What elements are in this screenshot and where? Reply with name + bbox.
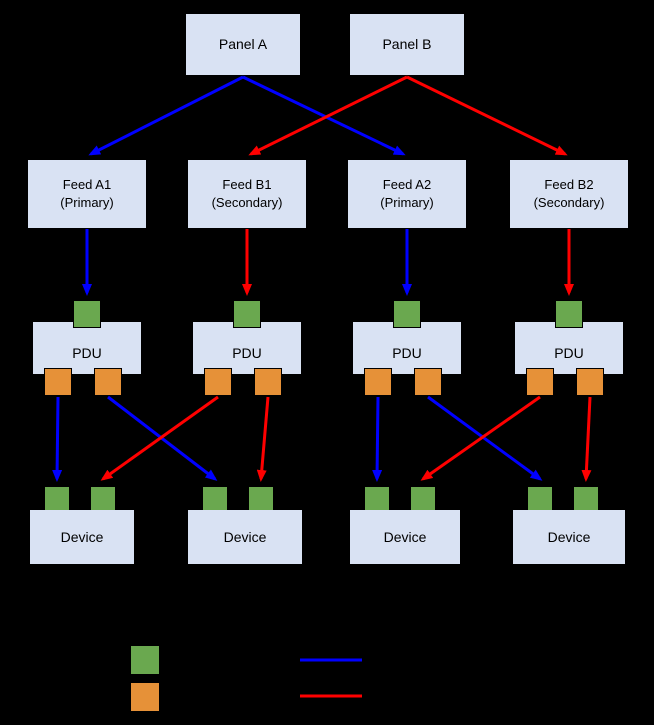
feed-a2-name: Feed A2 bbox=[382, 177, 432, 193]
device-1-box: Device bbox=[30, 510, 134, 564]
feed-a1-role: (Primary) bbox=[60, 195, 114, 210]
device-2-input-left-square bbox=[202, 486, 228, 512]
panel-a-label: Panel A bbox=[218, 36, 268, 53]
feed-a1-name: Feed A1 bbox=[62, 177, 112, 193]
pdu-2-input-square bbox=[233, 300, 261, 328]
arrow-pdu-3-to-device-3 bbox=[372, 396, 383, 482]
pdu-1-output-left-square bbox=[44, 368, 72, 396]
feed-a2-box: Feed A2 (Primary) bbox=[348, 160, 466, 228]
pdu-3-output-left-square bbox=[364, 368, 392, 396]
pdu-4-output-right-square bbox=[576, 368, 604, 396]
pdu-4-box: PDU bbox=[515, 322, 623, 374]
feed-b2-name: Feed B2 bbox=[544, 177, 594, 193]
pdu-4-label: PDU bbox=[554, 344, 584, 361]
pdu-3-box: PDU bbox=[353, 322, 461, 374]
arrow-pdu-4-to-device-3 bbox=[420, 395, 541, 481]
arrow-panel-b-to-feed-b2 bbox=[406, 75, 568, 156]
device-3-box: Device bbox=[350, 510, 460, 564]
feed-b1-role: (Secondary) bbox=[211, 195, 283, 210]
feed-a2-role: (Primary) bbox=[380, 195, 434, 210]
pdu-1-input-square bbox=[73, 300, 101, 328]
device-4-label: Device bbox=[547, 528, 591, 545]
device-2-input-right-square bbox=[248, 486, 274, 512]
pdu-3-input-square bbox=[393, 300, 421, 328]
device-2-box: Device bbox=[188, 510, 302, 564]
legend-power-input-swatch bbox=[130, 645, 160, 675]
legend-power-output-swatch bbox=[130, 682, 160, 712]
device-4-input-left-square bbox=[527, 486, 553, 512]
device-4-input-right-square bbox=[573, 486, 599, 512]
device-3-input-right-square bbox=[410, 486, 436, 512]
device-2-label: Device bbox=[223, 528, 267, 545]
feed-b2-box: Feed B2 (Secondary) bbox=[510, 160, 628, 228]
arrow-panel-b-to-feed-b1 bbox=[248, 75, 408, 156]
arrow-panel-a-to-feed-a1 bbox=[88, 75, 244, 156]
pdu-1-output-right-square bbox=[94, 368, 122, 396]
pdu-3-label: PDU bbox=[392, 344, 422, 361]
pdu-3-output-right-square bbox=[414, 368, 442, 396]
arrow-pdu-3-to-device-4 bbox=[427, 395, 543, 481]
pdu-2-output-right-square bbox=[254, 368, 282, 396]
pdu-1-label: PDU bbox=[72, 344, 102, 361]
pdu-2-label: PDU bbox=[232, 344, 262, 361]
device-3-label: Device bbox=[383, 528, 427, 545]
device-4-box: Device bbox=[513, 510, 625, 564]
device-1-input-left-square bbox=[44, 486, 70, 512]
device-1-input-right-square bbox=[90, 486, 116, 512]
panel-a-box: Panel A bbox=[186, 14, 300, 75]
pdu-4-output-left-square bbox=[526, 368, 554, 396]
device-3-input-left-square bbox=[364, 486, 390, 512]
arrow-pdu-1-to-device-2 bbox=[107, 395, 218, 481]
feed-b1-name: Feed B1 bbox=[222, 177, 272, 193]
arrow-pdu-4-to-device-4 bbox=[581, 396, 592, 482]
feed-a1-box: Feed A1 (Primary) bbox=[28, 160, 146, 228]
pdu-2-box: PDU bbox=[193, 322, 301, 374]
arrow-panel-a-to-feed-a2 bbox=[242, 75, 406, 156]
pdu-2-output-left-square bbox=[204, 368, 232, 396]
arrow-pdu-2-to-device-1 bbox=[100, 395, 219, 481]
arrow-pdu-2-to-device-2 bbox=[256, 396, 270, 482]
feed-b1-box: Feed B1 (Secondary) bbox=[188, 160, 306, 228]
arrow-pdu-1-to-device-1 bbox=[52, 396, 63, 482]
feed-b2-role: (Secondary) bbox=[533, 195, 605, 210]
panel-b-label: Panel B bbox=[382, 36, 432, 53]
pdu-1-box: PDU bbox=[33, 322, 141, 374]
panel-b-box: Panel B bbox=[350, 14, 464, 75]
pdu-4-input-square bbox=[555, 300, 583, 328]
device-1-label: Device bbox=[60, 528, 104, 545]
